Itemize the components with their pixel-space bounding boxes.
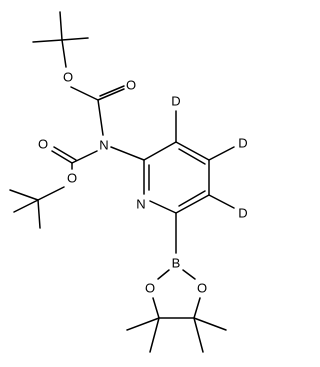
bond <box>61 39 67 68</box>
oxygen-label: O <box>63 70 73 85</box>
bond <box>59 11 63 41</box>
oxygen-label: O <box>67 171 77 186</box>
bond <box>149 200 177 214</box>
bond <box>126 317 160 331</box>
bond <box>143 141 177 161</box>
bond <box>13 199 39 213</box>
atom-labels: O O N O O D D D N B O O <box>38 70 248 296</box>
bond <box>193 317 227 331</box>
bond <box>149 317 160 353</box>
nitrogen-label: N <box>136 197 145 212</box>
bond <box>193 297 201 319</box>
deuterium-label: D <box>171 94 180 109</box>
bond <box>175 141 210 161</box>
bond <box>32 39 63 43</box>
bond <box>71 150 98 164</box>
bond <box>37 186 65 201</box>
bond <box>182 269 196 280</box>
bond <box>61 37 89 41</box>
oxygen-label: O <box>197 281 207 296</box>
bond <box>9 189 39 201</box>
bond <box>70 86 99 101</box>
bond <box>37 199 41 229</box>
boron-label: B <box>172 256 181 271</box>
bond <box>53 146 77 161</box>
oxygen-label: O <box>145 281 155 296</box>
bond <box>157 269 170 280</box>
bond <box>175 194 210 214</box>
bond-lines <box>9 11 235 353</box>
oxygen-label: O <box>126 78 136 93</box>
bond <box>152 297 160 319</box>
bond <box>208 146 235 161</box>
deuterium-label: D <box>238 136 247 151</box>
bond <box>193 317 204 353</box>
bond <box>51 150 73 164</box>
deuterium-label: D <box>238 206 247 221</box>
bond <box>97 99 104 136</box>
nitrogen-label: N <box>99 138 108 153</box>
bond <box>99 85 125 97</box>
oxygen-label: O <box>38 137 48 152</box>
molecule-structure: O O N O O D D D N B O O <box>9 11 248 353</box>
bond <box>178 148 206 165</box>
bond <box>97 88 125 101</box>
bond <box>178 190 206 207</box>
bond <box>208 194 235 209</box>
bond <box>110 146 145 161</box>
